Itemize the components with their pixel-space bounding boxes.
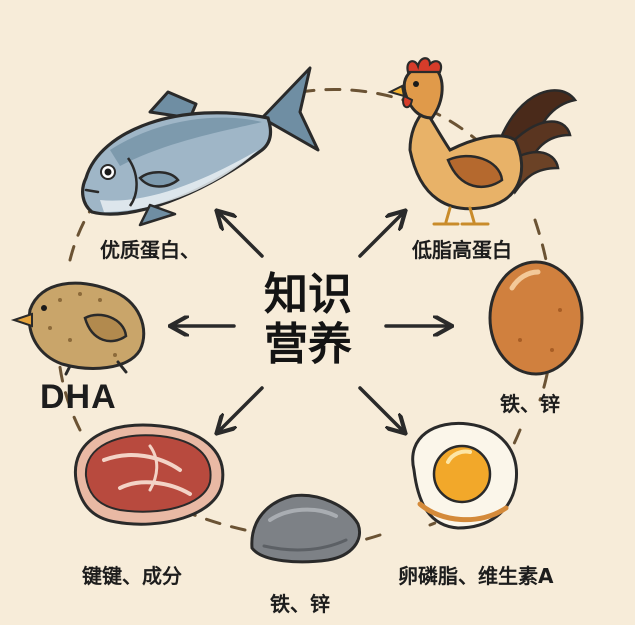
arrow-to-fish: [218, 212, 264, 258]
arrow-to-fried-egg: [358, 386, 404, 432]
label-fried-egg: 卵磷脂、维生素A: [398, 564, 554, 588]
label-meat: 键键、成分: [82, 564, 182, 588]
duckling-illustration: [10, 281, 146, 376]
fish-illustration: [81, 66, 320, 227]
label-duck: DHA: [40, 378, 117, 416]
fried-egg-illustration: [411, 421, 518, 530]
chicken-illustration: [387, 57, 578, 226]
arrow-to-meat: [218, 386, 264, 432]
label-chicken: 低脂高蛋白: [412, 238, 512, 262]
egg-illustration: [488, 260, 584, 376]
center-title-line2: 营养: [264, 319, 352, 370]
center-title-line1: 知识: [264, 269, 352, 320]
label-stone: 铁、锌: [270, 592, 330, 616]
label-egg: 铁、锌: [500, 392, 560, 416]
arrow-to-chicken: [358, 212, 404, 258]
center-title: 知识 营养: [248, 270, 368, 370]
label-fish: 优质蛋白、: [100, 238, 200, 262]
meat-illustration: [73, 423, 225, 526]
stone-illustration: [250, 493, 361, 564]
